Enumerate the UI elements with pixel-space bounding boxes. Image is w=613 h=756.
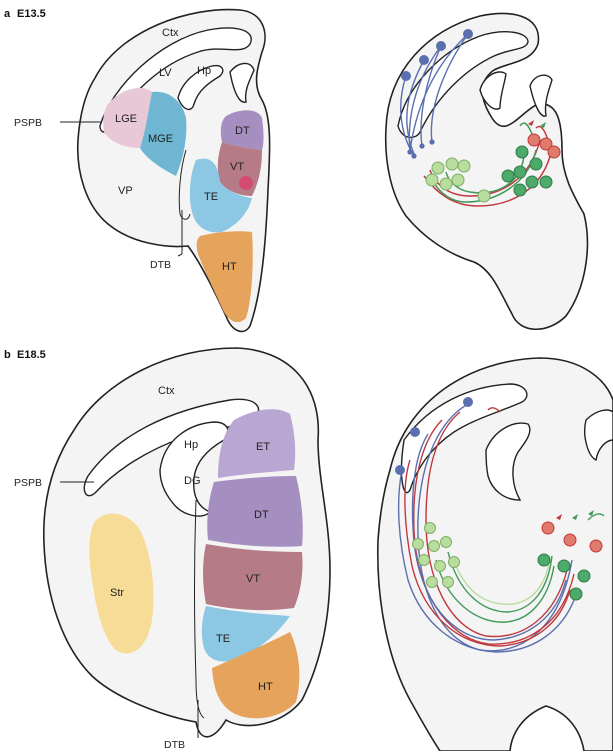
- panel-a-stage: E13.5: [17, 8, 46, 20]
- panel-a: a E13.5 Ctx LV Hp LGE MGE DT VT TE VP HT…: [4, 8, 270, 331]
- panel-b-label-dg: DG: [184, 475, 201, 487]
- panel-b-stage: E18.5: [17, 349, 46, 361]
- panel-b-letter: b: [4, 349, 11, 361]
- panel-a-label-lge: LGE: [115, 113, 137, 125]
- panel-a-label-vp: VP: [118, 185, 133, 197]
- panel-a-label-ht: HT: [222, 261, 237, 273]
- panel-b-label-ht: HT: [258, 681, 273, 693]
- panel-b-axon-diagram: [378, 358, 613, 751]
- panel-a-label-pspb: PSPB: [14, 117, 42, 129]
- panel-b: b E18.5 Ctx Hp DG ET DT VT TE HT Str PSP…: [4, 348, 330, 751]
- panel-b-label-et: ET: [256, 441, 270, 453]
- panel-a-label-ctx: Ctx: [162, 27, 179, 39]
- panel-a-region-ht: [197, 231, 253, 322]
- panel-a-vt-spot: [239, 176, 253, 190]
- panel-a-label-lv: LV: [159, 67, 172, 79]
- panel-a-label-hp: Hp: [197, 65, 211, 77]
- panel-a-label-mge: MGE: [148, 133, 173, 145]
- panel-b-label-str: Str: [110, 587, 124, 599]
- panel-b-label-hp: Hp: [184, 439, 198, 451]
- panel-b-label-ctx: Ctx: [158, 385, 175, 397]
- panel-a-label-dt: DT: [235, 125, 250, 137]
- panel-b-right-outline: [378, 358, 613, 751]
- panel-a-label-dtb: DTB: [150, 259, 171, 271]
- panel-a-label-te: TE: [204, 191, 218, 203]
- panel-a-letter: a: [4, 8, 11, 20]
- panel-b-label-pspb: PSPB: [14, 477, 42, 489]
- panel-b-label-vt: VT: [246, 573, 260, 585]
- panel-b-label-dt: DT: [254, 509, 269, 521]
- panel-a-axon-diagram: [386, 14, 588, 330]
- panel-a-label-vt: VT: [230, 161, 244, 173]
- panel-b-label-dtb: DTB: [164, 739, 185, 751]
- panel-a-right-outline: [386, 14, 588, 330]
- panel-b-label-te: TE: [216, 633, 230, 645]
